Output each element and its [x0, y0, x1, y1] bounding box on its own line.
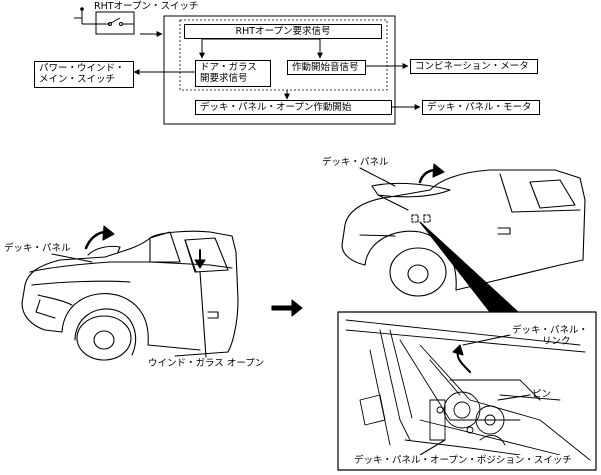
internal-process-frame [179, 19, 388, 91]
detail-frame [337, 311, 597, 471]
left-deck-panel-label: デッキ・パネル [4, 243, 71, 254]
position-switch-label: デッキ・パネル・オープン・ポジション・スイッチ [352, 455, 574, 466]
left-car-illustration [21, 230, 239, 361]
right-deck-arrow-icon [418, 163, 445, 184]
detail-rotation-arrow-icon [452, 344, 471, 373]
deck-panel-motor-box: デッキ・パネル・モータ [422, 100, 540, 115]
combination-meter-box: コンビネーション・メータ [410, 59, 538, 74]
left-deck-arrow-icon [84, 225, 115, 250]
control-unit-frame [163, 15, 396, 125]
door-glass-line2: 開要求信号 [200, 73, 248, 84]
pin-label: ピン [532, 389, 552, 400]
door-glass-line1: ドア・ガラス [200, 62, 257, 73]
deck-panel-link-label: デッキ・パネル・ リンク [512, 325, 588, 347]
transition-arrow-icon [271, 299, 303, 317]
power-window-line2: メイン・スイッチ [39, 74, 116, 85]
right-deck-panel-label: デッキ・パネル [322, 157, 389, 168]
detail-mechanism [345, 319, 591, 461]
window-glass-open-label: ウインド・ガラス オープン [148, 358, 265, 369]
power-window-line1: パワー・ウインド・ [39, 63, 125, 74]
rht-open-request-signal-box: RHTオープン要求信号 [184, 24, 382, 39]
deck-panel-open-start-box: デッキ・パネル・オープン作動開始 [195, 100, 392, 115]
right-car-illustration [341, 169, 586, 297]
link-label-line1: デッキ・パネル・ [512, 325, 589, 336]
power-window-main-switch-box: パワー・ウインド・ メイン・スイッチ [34, 61, 134, 88]
detail-callout-wedge [419, 221, 519, 313]
rht-open-switch-label: RHTオープン・スイッチ [94, 1, 199, 12]
sound-start-signal-box: 作動開始音信号 [287, 60, 366, 75]
link-label-line2: リンク [542, 336, 571, 347]
window-down-arrow-icon [194, 249, 206, 269]
rht-switch-box [95, 11, 135, 35]
door-glass-open-request-box: ドア・ガラス 開要求信号 [195, 60, 271, 87]
